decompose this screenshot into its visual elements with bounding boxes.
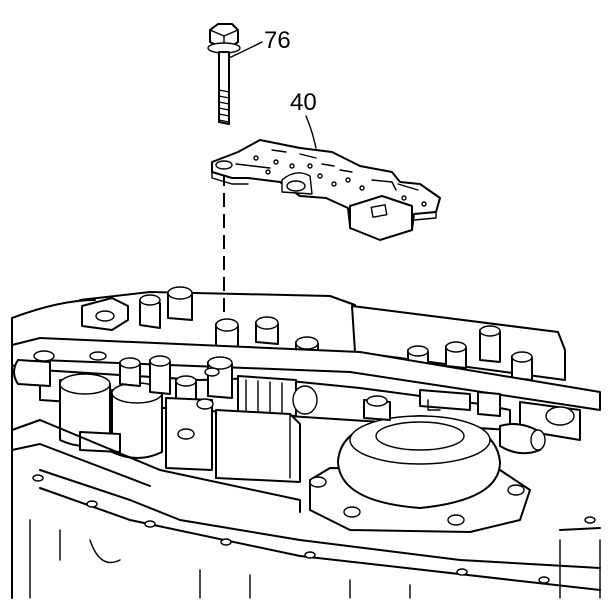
rear-bosses [81, 286, 533, 381]
valve-body-assembly [11, 286, 601, 599]
callout-label-40: 40 [290, 89, 317, 116]
solenoid-bracket-plate: 40 [211, 89, 441, 241]
right-fittings [363, 389, 581, 455]
center-solenoid-block [177, 356, 318, 483]
bolt: 76 [207, 23, 291, 125]
spool-valve-bores [13, 355, 213, 471]
accumulator-cover [309, 415, 531, 533]
callout-label-76: 76 [264, 27, 291, 54]
